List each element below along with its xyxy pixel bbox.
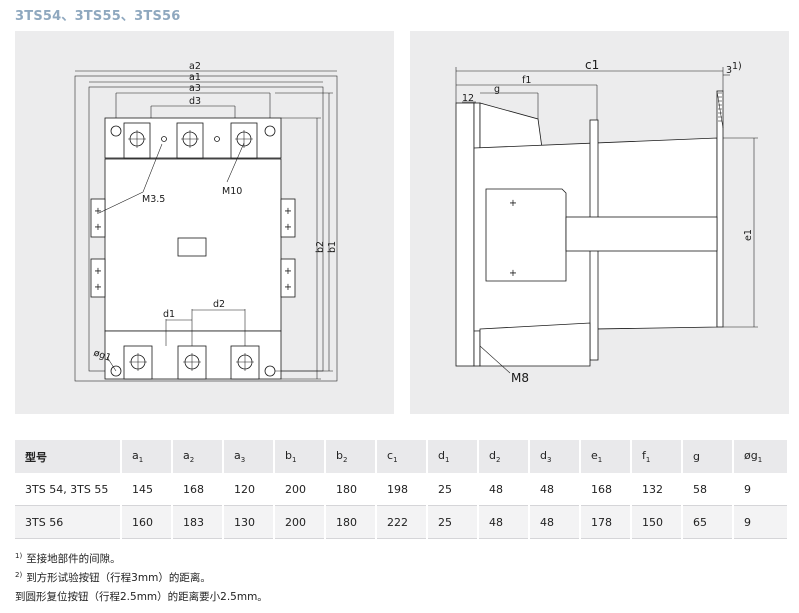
page-title: 3TS54、3TS55、3TS56: [15, 9, 181, 24]
dim-a1: a1: [189, 72, 201, 83]
value-cell: 200: [274, 473, 326, 506]
dim-b2: b2: [315, 241, 326, 253]
value-cell: 180: [325, 505, 377, 539]
svg-text:+: +: [94, 282, 102, 293]
column-header: d1: [427, 440, 479, 473]
column-header: a3: [223, 440, 275, 473]
value-cell: 48: [478, 473, 530, 506]
dim-g: g: [494, 84, 500, 95]
svg-text:+: +: [284, 282, 292, 293]
column-header: g: [682, 440, 734, 473]
dim-b1: b1: [327, 241, 338, 253]
value-cell: 183: [172, 505, 224, 539]
dim-3-footnote: 1): [732, 61, 742, 72]
dim-d3: d3: [189, 96, 201, 107]
label-m35: M3.5: [142, 194, 165, 205]
model-cell: 3TS 54, 3TS 55: [15, 473, 122, 506]
value-cell: 180: [325, 473, 377, 506]
footnote-2-continued: 到圆形复位按钮（行程2.5mm）的距离要小2.5mm。: [15, 591, 268, 603]
column-header: d3: [529, 440, 581, 473]
front-view-drawing: + + + + + + + +: [74, 61, 338, 382]
column-header: b2: [325, 440, 377, 473]
column-header: øg1: [733, 440, 789, 473]
svg-text:+: +: [94, 266, 102, 277]
value-cell: 120: [223, 473, 275, 506]
svg-text:+: +: [94, 222, 102, 233]
value-cell: 145: [121, 473, 173, 506]
column-header: d2: [478, 440, 530, 473]
dim-3: 3: [726, 65, 732, 76]
dim-a2: a2: [189, 61, 201, 72]
value-cell: 48: [529, 505, 581, 539]
svg-text:+: +: [284, 206, 292, 217]
value-cell: 132: [631, 473, 683, 506]
column-header: a2: [172, 440, 224, 473]
front-view-panel: + + + + + + + +: [15, 31, 394, 414]
footnote-2: 2)到方形试验按钮（行程3mm）的距离。: [15, 570, 211, 585]
side-view-panel: + + c1 f1 g 12 3 1) e1 M8: [410, 31, 789, 414]
value-cell: 48: [529, 473, 581, 506]
value-cell: 48: [478, 505, 530, 539]
footnote-1: 1)至接地部件的间隙。: [15, 551, 121, 566]
value-cell: 25: [427, 473, 479, 506]
value-cell: 9: [733, 473, 789, 506]
side-view-drawing: + + c1 f1 g 12 3 1) e1 M8: [455, 58, 758, 385]
value-cell: 222: [376, 505, 428, 539]
svg-text:+: +: [94, 206, 102, 217]
column-header: b1: [274, 440, 326, 473]
column-header: 型号: [15, 440, 122, 473]
value-cell: 58: [682, 473, 734, 506]
svg-text:+: +: [284, 266, 292, 277]
label-m8: M8: [511, 371, 529, 385]
label-m10: M10: [222, 186, 242, 197]
svg-text:+: +: [509, 268, 517, 279]
value-cell: 198: [376, 473, 428, 506]
column-header: f1: [631, 440, 683, 473]
column-header: e1: [580, 440, 632, 473]
value-cell: 200: [274, 505, 326, 539]
column-header: a1: [121, 440, 173, 473]
dim-d1: d1: [163, 309, 175, 320]
svg-text:+: +: [509, 198, 517, 209]
value-cell: 25: [427, 505, 479, 539]
value-cell: 168: [580, 473, 632, 506]
value-cell: 168: [172, 473, 224, 506]
dim-f1: f1: [522, 75, 531, 86]
value-cell: 150: [631, 505, 683, 539]
dim-12: 12: [462, 93, 474, 104]
model-cell: 3TS 56: [15, 505, 122, 539]
dim-a3: a3: [189, 83, 201, 94]
value-cell: 65: [682, 505, 734, 539]
value-cell: 9: [733, 505, 789, 539]
dim-d2: d2: [213, 299, 225, 310]
value-cell: 130: [223, 505, 275, 539]
value-cell: 178: [580, 505, 632, 539]
dim-e1: e1: [743, 229, 754, 241]
dim-c1: c1: [585, 58, 599, 72]
column-header: c1: [376, 440, 428, 473]
value-cell: 160: [121, 505, 173, 539]
svg-text:+: +: [284, 222, 292, 233]
